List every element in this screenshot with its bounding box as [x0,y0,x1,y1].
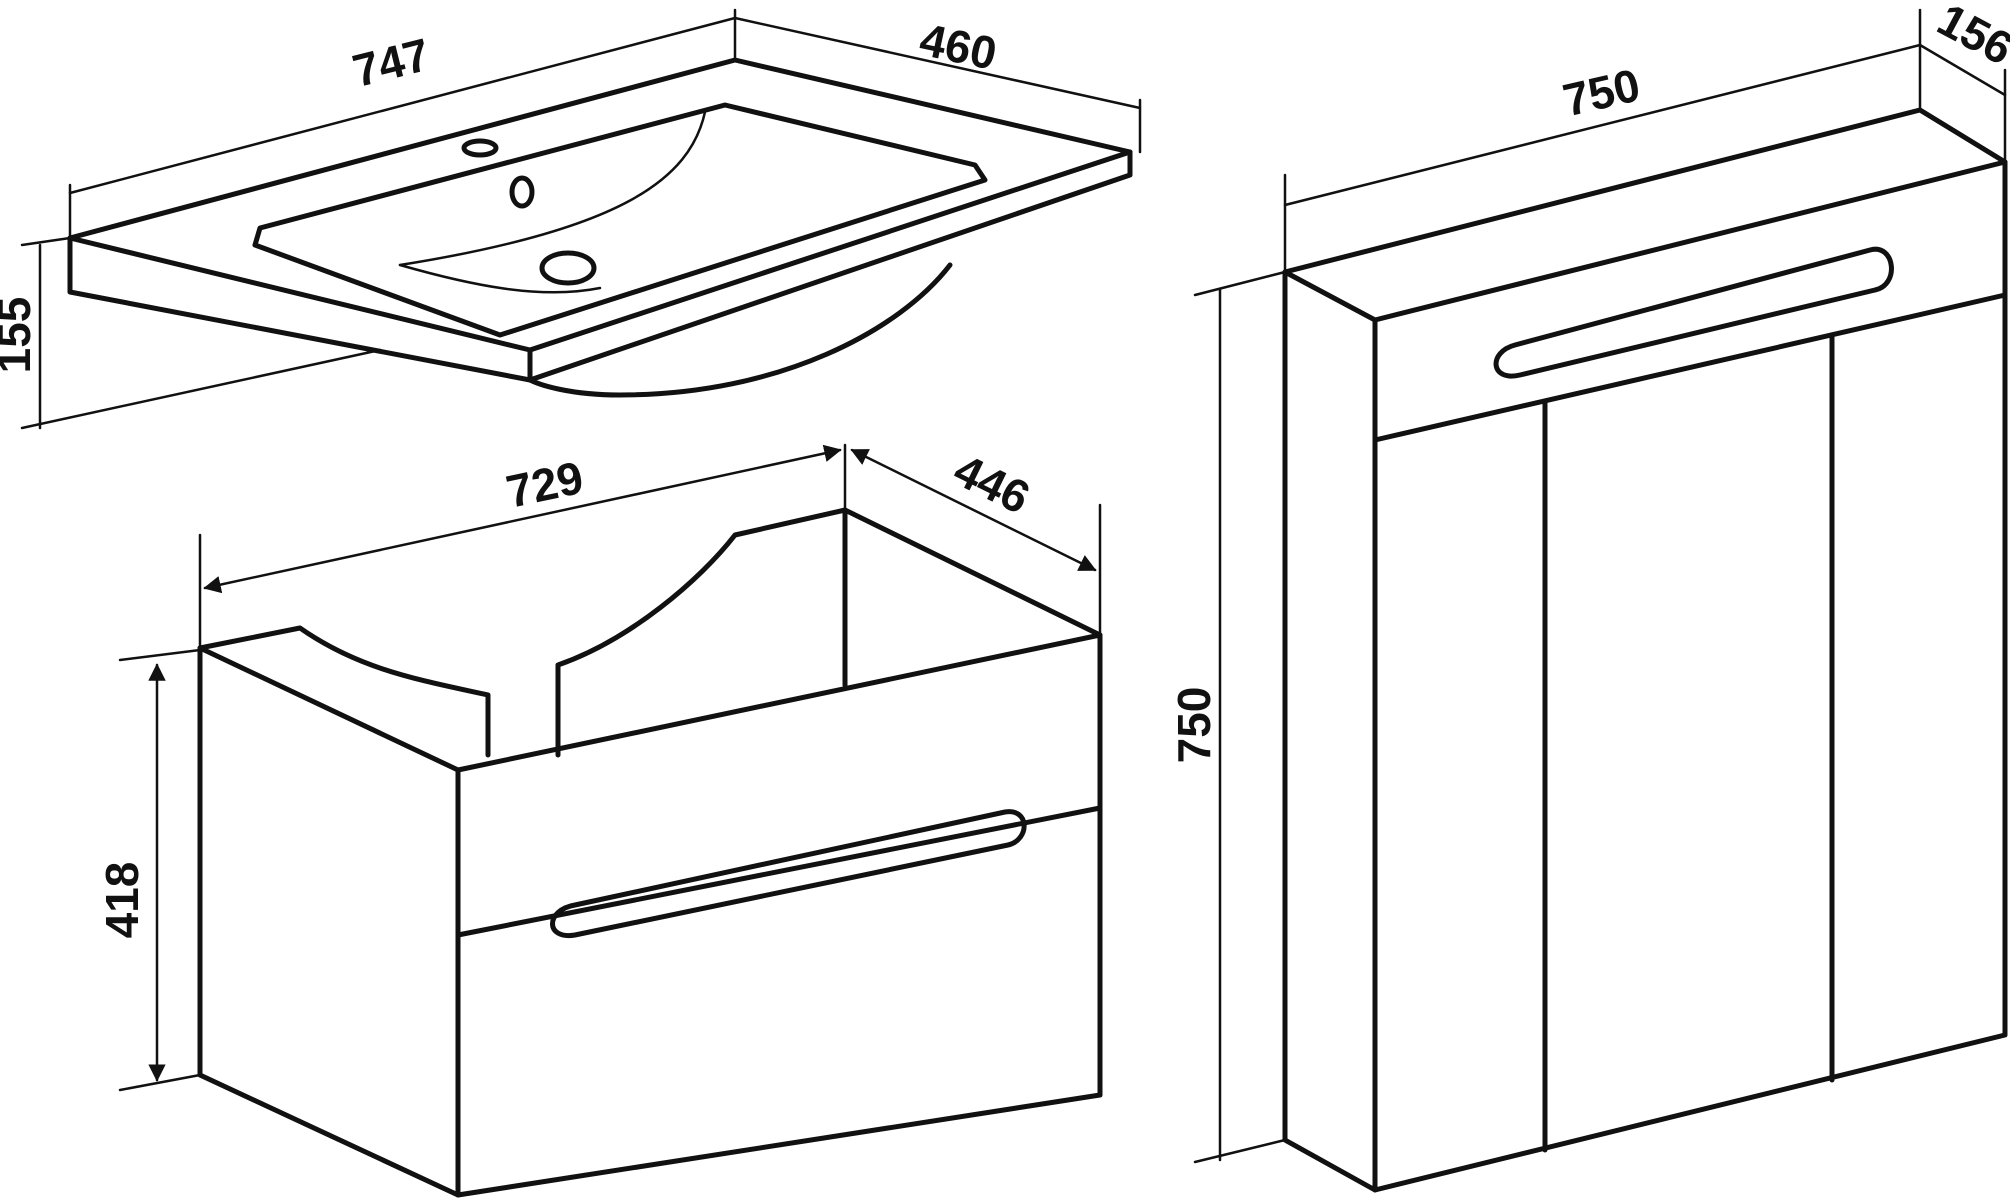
cabinet-drawing [118,443,1103,1198]
mirror-cabinet-drawing [1193,8,2008,1193]
sink-drawing [20,8,1142,430]
mirror-width-label: 750 [1558,58,1644,126]
cabinet-depth-label: 446 [946,443,1038,523]
mirror-height-label: 750 [1168,687,1220,764]
cabinet-height-label: 418 [96,862,148,939]
sink-height-label: 155 [0,297,40,374]
mirror-depth-label: 156 [1929,0,2010,75]
sink-width-label: 747 [348,28,435,97]
sink-depth-label: 460 [915,13,1001,80]
